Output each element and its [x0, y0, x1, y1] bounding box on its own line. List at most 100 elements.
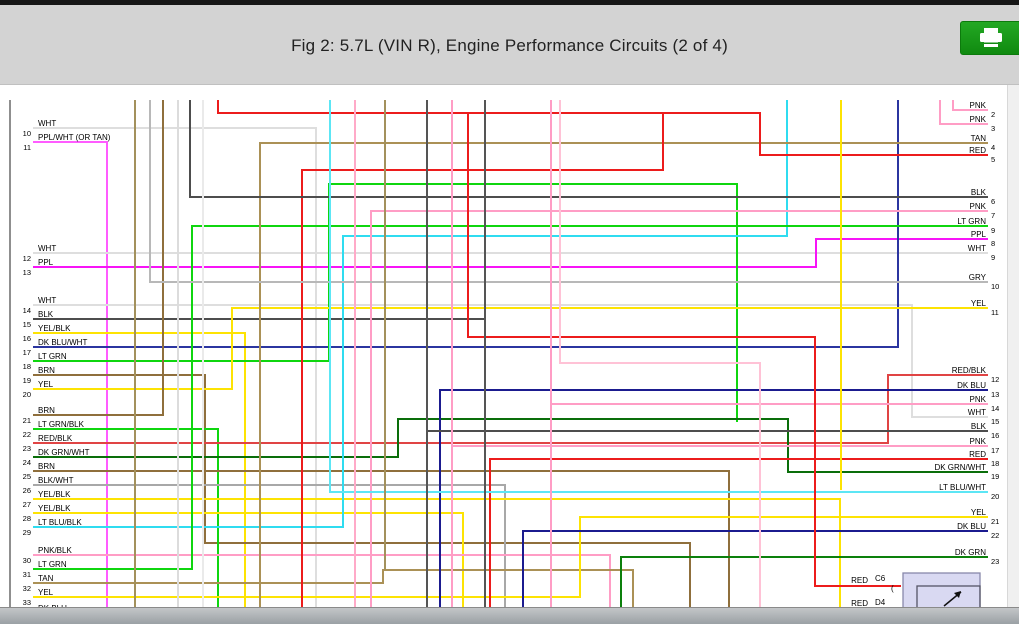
right-wire-number: 15: [991, 417, 999, 426]
right-wire-label: YEL: [971, 508, 987, 517]
right-wire-number: 14: [991, 404, 999, 413]
wire-yelblk-27: [33, 498, 841, 607]
wire-yelblk-16: [33, 332, 246, 607]
wire-dkgrn-23: [620, 556, 988, 607]
wire-ltbluwht-20: [329, 100, 988, 493]
right-wire-label: GRY: [969, 273, 987, 282]
wire-pnk-7: [370, 210, 988, 607]
bottom-scrollbar[interactable]: [0, 607, 1019, 624]
wire-dkbluwht-17: [33, 100, 899, 348]
right-wire-label: DK BLU: [957, 381, 986, 390]
left-wire-label: LT GRN/BLK: [38, 420, 85, 429]
left-wire-number: 17: [23, 348, 31, 357]
wire-tan-32: [33, 569, 634, 607]
left-wire-label: RED/BLK: [38, 434, 73, 443]
left-wire-number: 15: [23, 320, 31, 329]
left-wire-label: LT BLU/BLK: [38, 518, 82, 527]
right-wire-label: BLK: [971, 422, 987, 431]
right-wire-number: 10: [991, 282, 999, 291]
left-wire-number: 31: [23, 570, 31, 579]
left-wire-label: WHT: [38, 119, 56, 128]
left-wire-label: YEL: [38, 380, 54, 389]
left-wire-label: TAN: [38, 574, 54, 583]
right-wire-number: 13: [991, 390, 999, 399]
right-wire-number: 20: [991, 492, 999, 501]
left-wire-number: 14: [23, 306, 31, 315]
connector-label: D4: [875, 598, 886, 607]
wire-wht-10: [33, 127, 317, 607]
connector-label: RED: [851, 576, 868, 585]
left-wire-label: BRN: [38, 406, 55, 415]
connector-label: (: [891, 584, 894, 593]
wire-wht-14: [33, 304, 988, 418]
right-wire-label: WHT: [968, 408, 986, 417]
left-wire-number: 19: [23, 376, 31, 385]
left-wire-number: 23: [23, 444, 31, 453]
wire-v-pnk-560: [559, 100, 761, 607]
wire-red-5: [217, 100, 988, 156]
right-scrollbar[interactable]: [1007, 84, 1019, 607]
wire-yelblk-28: [33, 512, 464, 607]
right-wire-number: 4: [991, 143, 995, 152]
right-wire-label: PNK: [970, 395, 987, 404]
figure-title: Fig 2: 5.7L (VIN R), Engine Performance …: [291, 36, 728, 55]
left-wire-number: 25: [23, 472, 31, 481]
right-wire-number: 17: [991, 446, 999, 455]
left-wire-label: YEL/BLK: [38, 504, 71, 513]
right-wire-number: 16: [991, 431, 999, 440]
right-wire-label: PNK: [970, 437, 987, 446]
right-wire-number: 19: [991, 472, 999, 481]
left-wire-label: BRN: [38, 462, 55, 471]
wire-ltgrnblk-22: [33, 428, 219, 607]
left-wire-number: 24: [23, 458, 31, 467]
left-wire-number: 18: [23, 362, 31, 371]
wire-pnk-2: [952, 100, 988, 111]
right-wire-label: RED: [969, 146, 986, 155]
right-wire-number: 3: [991, 124, 995, 133]
left-wire-number: 26: [23, 486, 31, 495]
left-wire-label: YEL/BLK: [38, 324, 71, 333]
left-wire-number: 10: [23, 129, 31, 138]
connector-arrowhead-icon: [954, 591, 961, 598]
left-wire-label: LT GRN: [38, 352, 67, 361]
wire-pplwht-11: [33, 141, 108, 607]
right-wire-label: DK GRN: [955, 548, 986, 557]
left-wire-number: 22: [23, 430, 31, 439]
left-wire-label: PPL/WHT (OR TAN): [38, 133, 111, 142]
right-wire-number: 5: [991, 155, 995, 164]
right-wire-number: 9: [991, 226, 995, 235]
left-wire-label: BLK: [38, 310, 54, 319]
right-wire-label: WHT: [968, 244, 986, 253]
wire-ltgrn-31: [33, 225, 988, 570]
left-wire-number: 21: [23, 416, 31, 425]
right-wire-label: YEL: [971, 299, 987, 308]
left-wire-label: PPL: [38, 258, 54, 267]
print-button[interactable]: [960, 21, 1019, 55]
left-wire-label: WHT: [38, 244, 56, 253]
right-wire-number: 21: [991, 517, 999, 526]
wire-brn-21: [33, 100, 164, 416]
connector-label: C6: [875, 574, 886, 583]
top-black-strip: [0, 0, 1019, 5]
left-wire-number: 16: [23, 334, 31, 343]
left-wire-number: 20: [23, 390, 31, 399]
right-wire-number: 11: [991, 308, 999, 317]
left-wire-label: WHT: [38, 296, 56, 305]
left-wire-number: 12: [23, 254, 31, 263]
right-wire-label: RED: [969, 450, 986, 459]
left-wire-number: 33: [23, 598, 31, 607]
right-wire-number: 18: [991, 459, 999, 468]
wire-dkblu-13: [439, 389, 988, 607]
right-wire-number: 23: [991, 557, 999, 566]
right-wire-number: 22: [991, 531, 999, 540]
right-wire-number: 12: [991, 375, 999, 384]
right-wire-label: LT BLU/WHT: [939, 483, 986, 492]
right-wire-number: 7: [991, 211, 995, 220]
left-wire-number: 27: [23, 500, 31, 509]
wire-redblk-23: [33, 374, 988, 444]
left-wire-number: 11: [23, 143, 31, 152]
wire-red-branch: [301, 113, 664, 607]
